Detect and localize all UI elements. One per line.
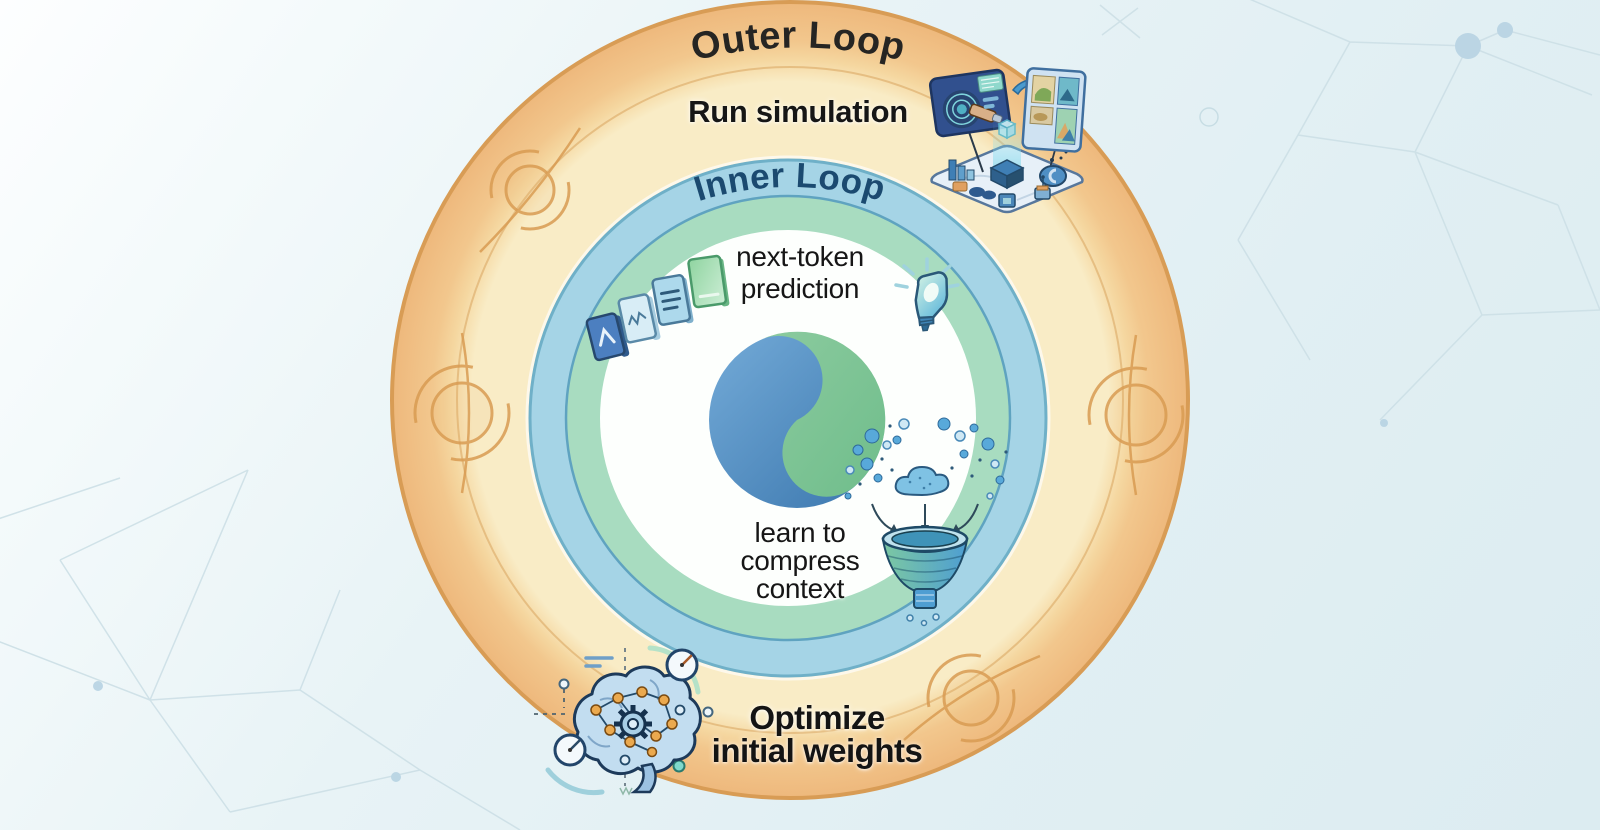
pedestal-cube: [989, 159, 1025, 190]
funnel-icon: [844, 417, 1008, 627]
optimize-line1: Optimize: [749, 699, 885, 736]
core-swirl-icon: [709, 331, 886, 508]
antenna-box: [1034, 175, 1051, 200]
screen-right: [1021, 67, 1087, 153]
simulation-platform-icon: [928, 67, 1087, 214]
funnel-body: [881, 525, 969, 627]
compress-line3: context: [755, 573, 845, 604]
run-simulation-label: Run simulation: [688, 94, 908, 129]
token-cards-icon: [585, 254, 730, 362]
compress-line2: compress: [740, 545, 860, 576]
next-token-line1: next-token: [736, 241, 864, 272]
compress-context-label: learn to compress context: [741, 519, 860, 603]
bulb-rays: [894, 257, 960, 289]
cloud-icon: [894, 465, 950, 497]
mini-brain-icon: [1039, 165, 1067, 187]
bar-chart-icon: [948, 159, 975, 192]
hologram-cube: [997, 119, 1017, 140]
optimize-line2: initial weights: [711, 732, 923, 769]
ring-node-motif: [413, 332, 511, 494]
screen-left: [928, 68, 1012, 138]
ring-node-motifs: [413, 127, 1185, 743]
next-token-label: next-token prediction: [736, 241, 864, 305]
ring-node-motif: [903, 653, 1041, 743]
brain-network-nodes: [590, 686, 678, 758]
ring-node-motif: [1087, 334, 1185, 496]
lightbulb-icon: [894, 257, 960, 332]
ring-node-motif: [479, 127, 582, 253]
brain-icon: [534, 645, 714, 796]
optimize-weights-label: Optimize initial weights: [712, 701, 923, 767]
compress-line1: learn to: [754, 517, 846, 548]
next-token-line2: prediction: [740, 273, 860, 304]
bulb-body: [914, 271, 949, 332]
gauge-icon: [553, 733, 587, 767]
gauge-icon: [665, 648, 699, 682]
dots-spray: [844, 417, 1008, 500]
